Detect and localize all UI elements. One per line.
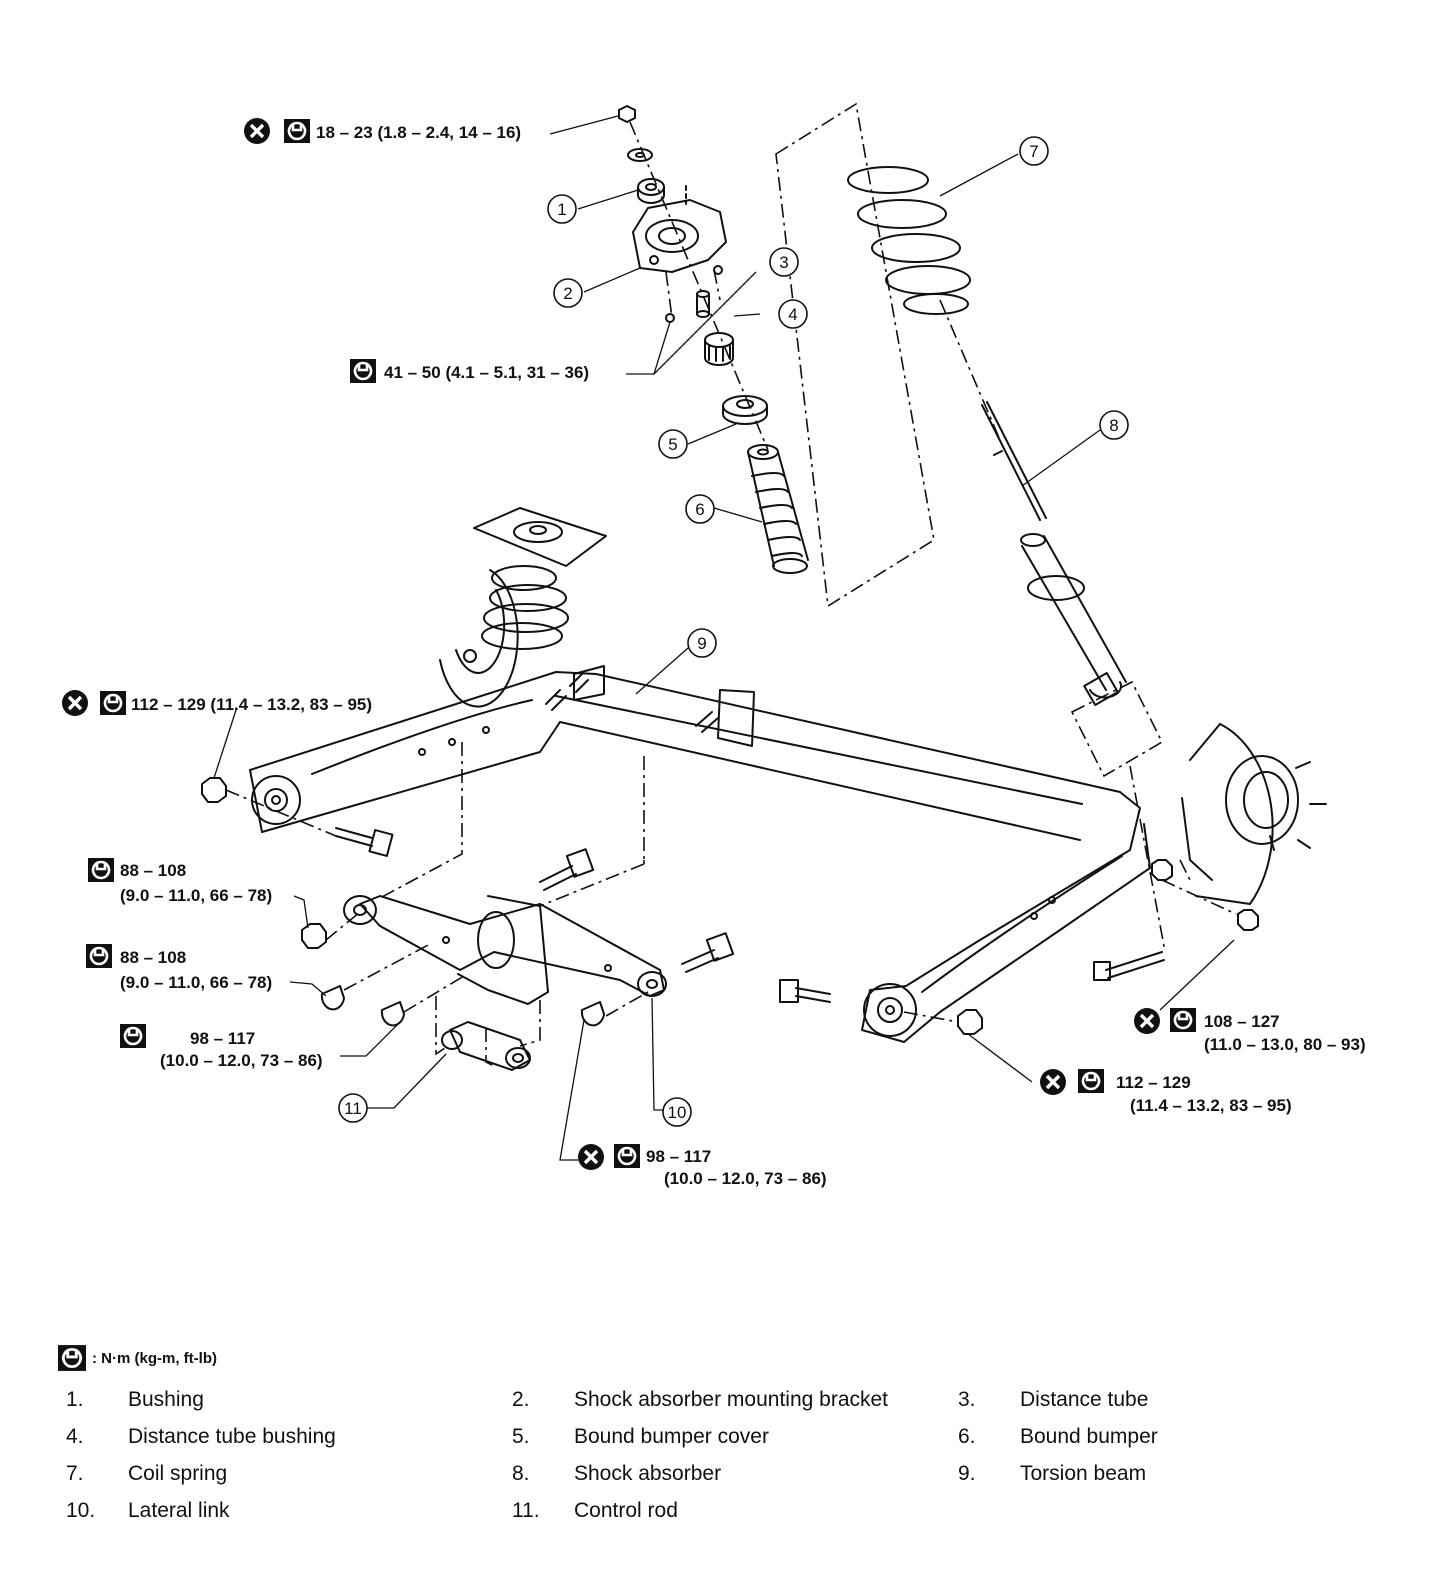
torque-spec-lateral-link-outer: 98 – 117 (10.0 – 12.0, 73 – 86) <box>576 1142 827 1188</box>
torque-wrench-icon <box>612 1142 642 1170</box>
svg-text:4: 4 <box>788 305 797 324</box>
svg-text:7: 7 <box>1029 142 1038 161</box>
list-item: 7.Coil spring <box>66 1461 228 1485</box>
parts-list: 1.Bushing 2.Shock absorber mounting brac… <box>58 1381 1398 1529</box>
torque-wrench-icon <box>86 856 116 884</box>
replace-part-icon <box>242 116 272 146</box>
svg-text:3: 3 <box>779 253 788 272</box>
torque-unit-note: : N·m (kg-m, ft-lb) <box>58 1343 1398 1373</box>
bushing-part-icon <box>637 178 665 204</box>
replace-part-icon <box>1038 1067 1068 1097</box>
bolt-icons <box>335 673 1165 1003</box>
svg-text:41 – 50 (4.1 – 5.1, 31 – 36): 41 – 50 (4.1 – 5.1, 31 – 36) <box>384 363 589 382</box>
replace-part-icon <box>1132 1006 1162 1036</box>
list-item: 2.Shock absorber mounting bracket <box>512 1387 889 1411</box>
callout-10: 10 <box>662 1097 692 1127</box>
distance-tube-icon <box>696 290 710 318</box>
torque-unit-label: : N·m (kg-m, ft-lb) <box>92 1349 217 1367</box>
bound-bumper-icon <box>747 444 809 574</box>
callout-4: 4 <box>778 299 808 329</box>
torque-spec-left-trailing-arm: 112 – 129 (11.4 – 13.2, 83 – 95) <box>60 688 372 718</box>
svg-text:18 – 23 (1.8 – 2.4, 14 – 16): 18 – 23 (1.8 – 2.4, 14 – 16) <box>316 123 521 142</box>
svg-text:(11.4 – 13.2, 83 – 95): (11.4 – 13.2, 83 – 95) <box>1130 1096 1292 1115</box>
torque-wrench-icon <box>84 942 114 970</box>
svg-text:1: 1 <box>557 200 566 219</box>
torque-wrench-icon <box>282 117 312 145</box>
svg-text:88 – 108: 88 – 108 <box>120 861 186 880</box>
coil-spring-icon <box>847 166 971 315</box>
shock-absorber-mounting-bracket-icon <box>632 185 727 323</box>
svg-text:10: 10 <box>668 1103 687 1122</box>
assembly-lines <box>225 102 1237 1067</box>
list-item: 9.Torsion beam <box>958 1461 1147 1485</box>
svg-text:2: 2 <box>563 284 572 303</box>
list-item: 6.Bound bumper <box>958 1424 1158 1448</box>
assembled-strut-left-icon <box>439 507 607 708</box>
parts-legend: : N·m (kg-m, ft-lb) 1.Bushing 2.Shock ab… <box>58 1343 1398 1529</box>
torque-wrench-icon <box>1168 1006 1198 1034</box>
list-item: 8.Shock absorber <box>512 1461 722 1485</box>
svg-text:88 – 108: 88 – 108 <box>120 948 186 967</box>
svg-text:(10.0 – 12.0, 73 – 86): (10.0 – 12.0, 73 – 86) <box>664 1169 827 1188</box>
torque-spec-shock-lower: 108 – 127 (11.0 – 13.0, 80 – 93) <box>1132 1006 1366 1054</box>
control-rod-icon <box>441 1021 531 1071</box>
callout-5: 5 <box>658 429 688 459</box>
top-nut-icon <box>618 105 653 162</box>
torque-spec-control-rod: 98 – 117 (10.0 – 12.0, 73 – 86) <box>118 1022 323 1070</box>
torque-spec-control-rod-bracket: 88 – 108 (9.0 – 11.0, 66 – 78) <box>84 942 272 992</box>
rear-hub-icon <box>1181 723 1327 905</box>
callout-2: 2 <box>553 278 583 308</box>
callout-1: 1 <box>547 194 577 224</box>
svg-text:5: 5 <box>668 435 677 454</box>
callout-6: 6 <box>685 494 715 524</box>
distance-tube-bushing-icon <box>704 332 734 366</box>
callout-8: 8 <box>1099 410 1129 440</box>
list-item: 11.Control rod <box>512 1498 678 1522</box>
bound-bumper-cover-icon <box>722 395 768 425</box>
leader-lines <box>213 115 1235 1161</box>
list-item: 1.Bushing <box>66 1387 204 1411</box>
list-item: 4.Distance tube bushing <box>66 1424 336 1448</box>
svg-text:98 – 117: 98 – 117 <box>190 1029 255 1048</box>
callout-11: 11 <box>338 1093 368 1123</box>
torque-wrench-icon <box>348 357 378 385</box>
shock-absorber-icon <box>981 401 1127 707</box>
replace-part-icon <box>576 1142 606 1172</box>
svg-text:(9.0 – 11.0, 66 – 78): (9.0 – 11.0, 66 – 78) <box>120 973 272 992</box>
torque-spec-lateral-link-inner: 88 – 108 (9.0 – 11.0, 66 – 78) <box>86 856 272 905</box>
torque-wrench-icon <box>58 1345 86 1371</box>
torque-spec-bracket-nuts: 41 – 50 (4.1 – 5.1, 31 – 36) <box>348 357 589 385</box>
torque-wrench-icon <box>118 1022 148 1050</box>
svg-text:(10.0 – 12.0, 73 – 86): (10.0 – 12.0, 73 – 86) <box>160 1051 323 1070</box>
svg-text:11: 11 <box>344 1099 362 1118</box>
lateral-link-icon <box>343 895 667 1005</box>
svg-text:108 – 127: 108 – 127 <box>1204 1012 1280 1031</box>
svg-text:112 – 129 (11.4 – 13.2, 83 – 9: 112 – 129 (11.4 – 13.2, 83 – 95) <box>131 695 372 714</box>
svg-text:98 – 117: 98 – 117 <box>646 1147 711 1166</box>
svg-text:6: 6 <box>695 500 704 519</box>
list-item: 5.Bound bumper cover <box>512 1424 769 1448</box>
svg-text:(11.0 – 13.0, 80 – 93): (11.0 – 13.0, 80 – 93) <box>1204 1035 1366 1054</box>
svg-text:8: 8 <box>1109 416 1118 435</box>
torque-wrench-icon <box>98 689 128 717</box>
list-item: 3.Distance tube <box>958 1387 1149 1411</box>
svg-text:(9.0 – 11.0, 66 – 78): (9.0 – 11.0, 66 – 78) <box>120 886 272 905</box>
nut-icons <box>201 777 1259 1035</box>
list-item: 10.Lateral link <box>66 1498 230 1522</box>
torque-spec-right-trailing-arm: 112 – 129 (11.4 – 13.2, 83 – 95) <box>1038 1067 1292 1115</box>
torque-spec-top-nut: 18 – 23 (1.8 – 2.4, 14 – 16) <box>242 116 521 146</box>
svg-text:9: 9 <box>697 634 706 653</box>
svg-text:112 – 129: 112 – 129 <box>1116 1073 1191 1092</box>
callout-7: 7 <box>1019 136 1049 166</box>
replace-part-icon <box>60 688 90 718</box>
torque-wrench-icon <box>1076 1067 1106 1095</box>
callout-9: 9 <box>687 628 717 658</box>
callout-3: 3 <box>769 247 799 277</box>
